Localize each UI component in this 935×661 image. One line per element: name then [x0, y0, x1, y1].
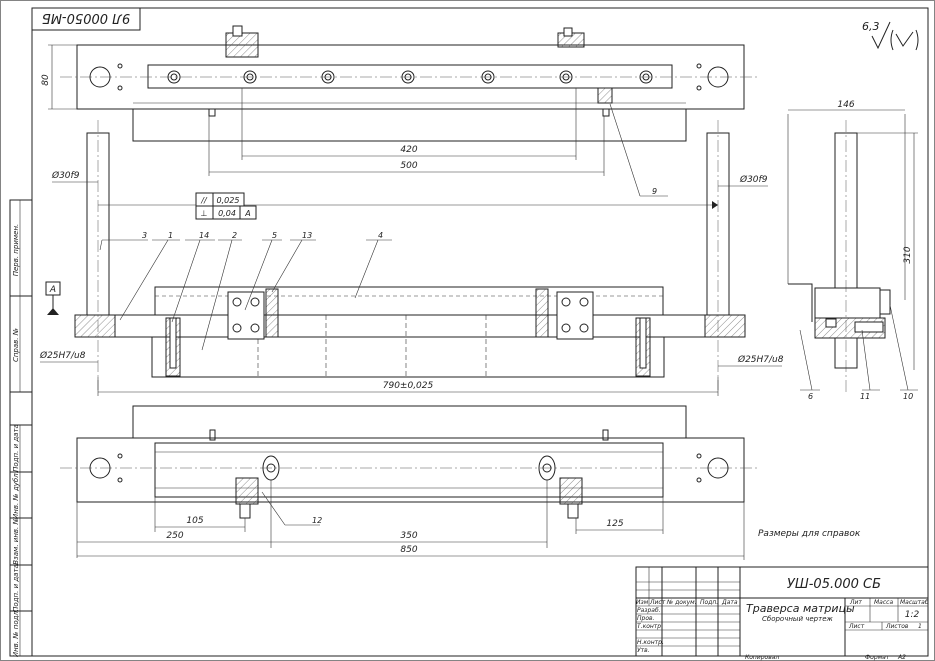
role-utv: Утв.	[637, 647, 650, 654]
doc-number: УШ-05.000 СБ	[787, 577, 881, 592]
callout-13: 13	[302, 231, 312, 240]
surface-finish-symbol: 6,3	[862, 20, 919, 51]
dim-80: 80	[41, 74, 51, 86]
rev-list: Лист	[649, 599, 666, 606]
dim-500: 500	[400, 161, 417, 171]
dim-105: 105	[186, 516, 203, 526]
dia-right: Ø30f9	[739, 174, 768, 185]
reference-note: Размеры для справок	[758, 529, 861, 539]
col-mass: Масса	[874, 599, 893, 606]
strip-podp-data-2: Подп. и дата	[12, 564, 20, 612]
col-scale: Масштаб	[900, 599, 929, 606]
role-nkontr: Н.контр.	[637, 639, 664, 646]
rev-data: Дата	[721, 599, 738, 606]
strip-perv-primen: Перв. примен.	[12, 224, 20, 277]
callout-3: 3	[142, 231, 147, 240]
tol-symbol-perp: ⊥	[201, 209, 208, 218]
col-lit: Лит	[849, 599, 862, 606]
tol-value-1: 0,025	[217, 196, 240, 205]
dim-310: 310	[903, 246, 913, 263]
doc-title: Траверса матрицы	[746, 602, 855, 615]
callout-14: 14	[199, 231, 209, 240]
callout-12: 12	[312, 516, 322, 525]
role-prov: Пров.	[637, 615, 655, 622]
strip-podp-data-1: Подп. и дата	[12, 424, 20, 472]
left-service-strip: Перв. примен. Справ. № Подп. и дата Инв.…	[9, 199, 33, 657]
drawing-code: 9Л 00050-МБ	[42, 10, 130, 25]
top-bolt-row	[167, 70, 653, 84]
strip-inv-dubl: Инв. № дубл.	[12, 471, 20, 519]
format-label: Формат	[865, 654, 890, 661]
format-value: A2	[897, 654, 906, 661]
dim-420: 420	[400, 145, 417, 155]
scale-value: 1:2	[905, 610, 920, 620]
sheets-count: 1	[918, 623, 922, 630]
callout-5: 5	[272, 231, 277, 240]
side-view: 146 310 6 11 10	[787, 100, 918, 401]
callout-2: 2	[232, 231, 237, 240]
strip-sprav: Справ. №	[12, 328, 20, 362]
sheet-label: Лист	[848, 623, 865, 630]
callout-10: 10	[903, 392, 913, 401]
strip-inv-podl: Инв. № подл.	[12, 609, 20, 657]
role-tkontr: Т.контр.	[637, 623, 663, 630]
dim-125: 125	[606, 519, 623, 529]
dim-250: 250	[166, 531, 183, 541]
fit-left: Ø25H7/u8	[39, 350, 86, 361]
top-code-box: 9Л 00050-МБ	[31, 7, 141, 31]
callout-6: 6	[808, 392, 813, 401]
copied-label: Копировал	[745, 654, 779, 661]
datum-a: A	[49, 285, 56, 295]
tol-value-2: 0,04	[218, 209, 236, 218]
dim-146: 146	[837, 100, 854, 110]
rev-podp: Подп.	[700, 599, 718, 606]
dim-790: 790±0,025	[383, 381, 434, 391]
top-view: 80 420 500	[41, 25, 760, 176]
dia-left: Ø30f9	[51, 170, 80, 181]
fit-right: Ø25H7/u8	[737, 354, 784, 365]
title-block: Изм Лист № докум. Подп. Дата Разраб. Про…	[635, 566, 929, 657]
dim-850: 850	[400, 545, 417, 555]
rev-dokum: № докум.	[666, 599, 697, 606]
tol-datum: A	[244, 209, 250, 218]
callout-1: 1	[168, 231, 173, 240]
tolerance-frame: // 0,025 ⊥ 0,04 A	[195, 192, 257, 220]
role-razrab: Разраб.	[637, 607, 661, 614]
callout-4: 4	[378, 231, 383, 240]
front-view: // 0,025 ⊥ 0,04 A A Ø30f9 Ø30f9 Ø25H7/u8…	[39, 103, 784, 396]
dim-350: 350	[400, 531, 417, 541]
sheets-label: Листов	[885, 623, 909, 630]
tol-symbol-parallel: //	[200, 196, 208, 205]
callout-9: 9	[652, 187, 657, 196]
doc-subtitle: Сборочный чертеж	[762, 615, 833, 623]
rev-izm: Изм	[636, 599, 649, 606]
strip-vzam-inv: Взам. инв. №	[12, 517, 20, 565]
bottom-view: 105 250 350 125 850 12	[60, 405, 760, 560]
callout-11: 11	[860, 392, 870, 401]
surface-finish-value: 6,3	[862, 20, 880, 33]
